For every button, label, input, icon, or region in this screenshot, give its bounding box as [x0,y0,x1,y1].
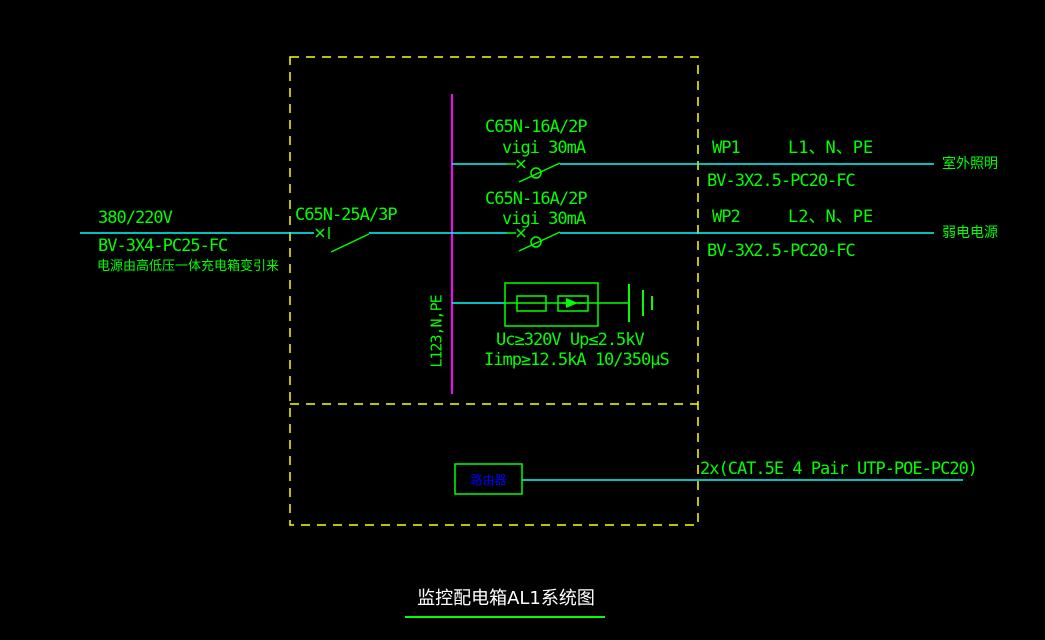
spd-spec-line2: Iimp≥12.5kA 10/350μS [484,350,670,370]
wp1-breaker-label: C65N-16A/2P [485,117,588,137]
router-cable-label: 2x(CAT.5E 4 Pair UTP-POE-PC20) [700,459,978,479]
incoming-voltage-label: 380/220V [98,208,173,228]
router-label: 路由器 [470,472,507,487]
wp2-rcd-label: vigi 30mA [502,209,586,229]
router-box [454,463,523,495]
wp2-breaker-label: C65N-16A/2P [485,189,588,209]
wp2-load-label: 弱电电源 [942,225,998,241]
drawing-title: 监控配电箱AL1系统图 [417,588,595,609]
busbar-label: L123,N,PE [427,295,446,368]
incoming-cable-label: BV-3X4-PC25-FC [98,236,228,256]
title-underline [405,616,605,618]
wp1-load-label: 室外照明 [942,156,998,172]
wires [80,163,963,481]
wp1-circuit-id: WP1 [712,138,741,158]
incoming-source-note: 电源由高低压一体充电箱变引来 [97,259,280,274]
arrester-symbol [557,295,589,312]
wp1-cable-label: BV-3X2.5-PC20-FC [707,171,856,191]
ground-icon [628,284,653,322]
wp2-breaker-symbol [507,228,561,252]
wp2-cable-label: BV-3X2.5-PC20-FC [707,241,856,261]
wp1-rcd-label: vigi 30mA [502,138,586,158]
spd-spec-line1: Uc≥320V Up≤2.5kV [496,330,645,350]
wp1-phases-label: L1、N、PE [788,138,874,158]
wp1-breaker-symbol [507,159,561,183]
surge-protector-symbol [504,282,629,327]
main-breaker-symbol [315,227,370,253]
wp2-phases-label: L2、N、PE [788,207,874,227]
main-breaker-label: C65N-25A/3P [295,205,398,225]
distribution-box-boundary [289,56,699,526]
wp2-circuit-id: WP2 [712,207,741,227]
fuse-symbol [516,295,547,312]
